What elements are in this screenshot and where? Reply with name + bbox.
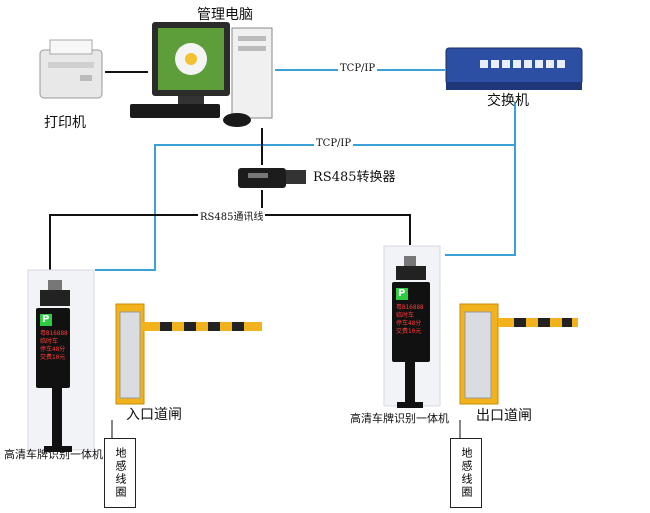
switch-entry-tcpip-line xyxy=(95,102,516,271)
switch-label: 交换机 xyxy=(487,93,529,109)
rs485-converter xyxy=(238,168,306,188)
exit-gate-label: 出口道闸 xyxy=(476,408,532,424)
exit-camera-label: 高清车牌识别一体机 xyxy=(350,412,449,425)
entry-lpr-camera xyxy=(27,269,95,452)
exit-display-line-2: 临时车 xyxy=(396,312,415,319)
entry-camera-label: 高清车牌识别一体机 xyxy=(4,448,103,461)
rs485-bus-line xyxy=(49,190,263,270)
rs485-bus-line-right xyxy=(262,214,411,245)
entry-barrier xyxy=(115,303,262,405)
tcpip-mid-label: TCP/IP xyxy=(314,138,354,149)
tcpip-top-label: TCP/IP xyxy=(338,63,378,74)
entry-display-line-2: 临时车 xyxy=(40,338,59,345)
exit-ground-loop: 地感线圈 xyxy=(450,438,482,508)
entry-display-line-3: 停车48分 xyxy=(40,346,66,353)
entry-display-logo: P xyxy=(42,314,50,325)
entry-ground-loop: 地感线圈 xyxy=(104,438,136,508)
management-pc-label: 管理电脑 xyxy=(197,7,253,23)
rs485-line-label: RS485通讯线 xyxy=(198,208,266,223)
exit-display-line-4: 交费10元 xyxy=(396,328,422,335)
switch-exit-tcpip-line xyxy=(445,145,516,256)
exit-lpr-camera xyxy=(383,245,441,408)
entry-display-line-4: 交费10元 xyxy=(40,354,66,361)
exit-display-line-1: 粤B16888 xyxy=(396,304,424,311)
rs485-converter-label: RS485转换器 xyxy=(313,170,396,185)
exit-display-line-3: 停车48分 xyxy=(396,320,422,327)
connections xyxy=(49,69,516,271)
network-switch xyxy=(445,47,583,90)
printer-label: 打印机 xyxy=(44,115,86,131)
management-pc xyxy=(130,22,273,127)
entry-gate-label: 入口道闸 xyxy=(126,407,182,423)
exit-display-logo: P xyxy=(398,288,406,299)
exit-barrier xyxy=(459,303,578,405)
printer xyxy=(39,39,103,99)
entry-display-line-1: 粤B16888 xyxy=(40,330,68,337)
